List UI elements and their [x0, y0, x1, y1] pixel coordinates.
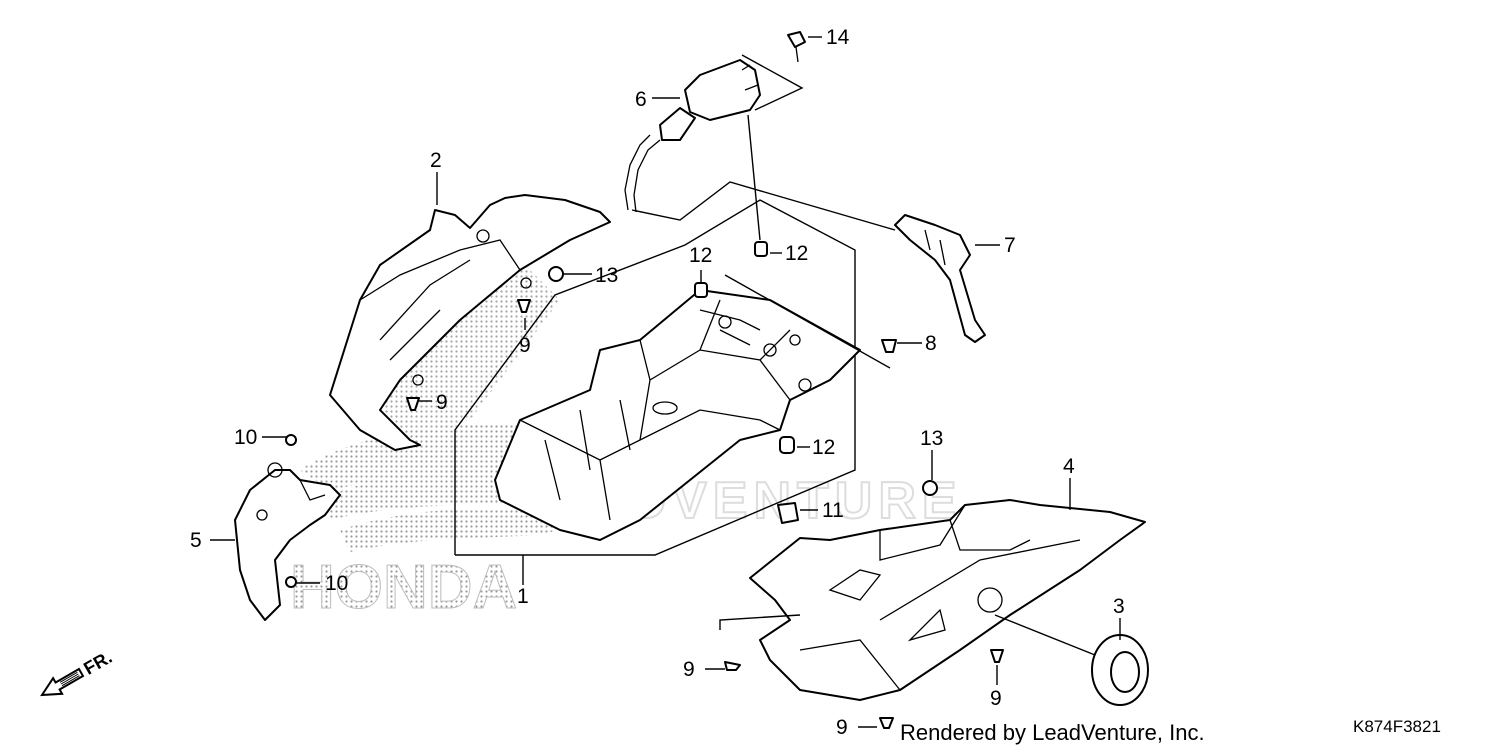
honda-brand-watermark: HONDA [290, 553, 517, 622]
assembly-boundary-line [454, 199, 856, 556]
front-direction-marker: FR. [40, 647, 115, 697]
callout-10-bottom: 10 [325, 572, 348, 595]
leader-lines [210, 36, 1121, 728]
fastener-group [285, 31, 1004, 729]
callout-14: 14 [826, 26, 850, 49]
callout-12-lower: 12 [812, 436, 835, 459]
callout-9-lower-right: 9 [990, 687, 1002, 710]
callout-13-left: 13 [595, 264, 618, 287]
part-2-side-cover [329, 194, 611, 451]
callout-1: 1 [517, 585, 529, 608]
callout-5: 5 [190, 529, 202, 552]
callout-labels: 14 6 2 7 12 12 13 9 8 9 10 12 13 4 11 5 … [190, 26, 1125, 739]
diagram-code: K874F3821 [1353, 717, 1441, 736]
front-marker-label: FR. [80, 647, 115, 679]
callout-4: 4 [1063, 455, 1075, 478]
callout-12-left: 12 [689, 244, 712, 267]
render-credit: Rendered by LeadVenture, Inc. [900, 720, 1205, 745]
callout-6: 6 [635, 88, 647, 111]
callout-10-top: 10 [234, 426, 257, 449]
callout-2: 2 [430, 149, 442, 172]
part-7-spark-plug-cap [894, 214, 986, 343]
callout-9-side: 9 [436, 391, 448, 414]
part-4-lower-cover [749, 499, 1146, 701]
callout-9-lower-left: 9 [683, 658, 695, 681]
part-6-ignition-coil [624, 59, 761, 213]
callout-7: 7 [1004, 234, 1016, 257]
callout-12-top: 12 [785, 242, 808, 265]
part-3-grommet [1091, 634, 1149, 706]
callout-9-upper: 9 [519, 334, 531, 357]
part-1-under-cowl [494, 289, 861, 541]
callout-13-right: 13 [920, 427, 943, 450]
callout-8: 8 [925, 332, 937, 355]
callout-9-bottom: 9 [836, 716, 848, 739]
part-5-bracket [234, 462, 341, 621]
callout-3: 3 [1113, 595, 1125, 618]
callout-11: 11 [822, 499, 844, 522]
